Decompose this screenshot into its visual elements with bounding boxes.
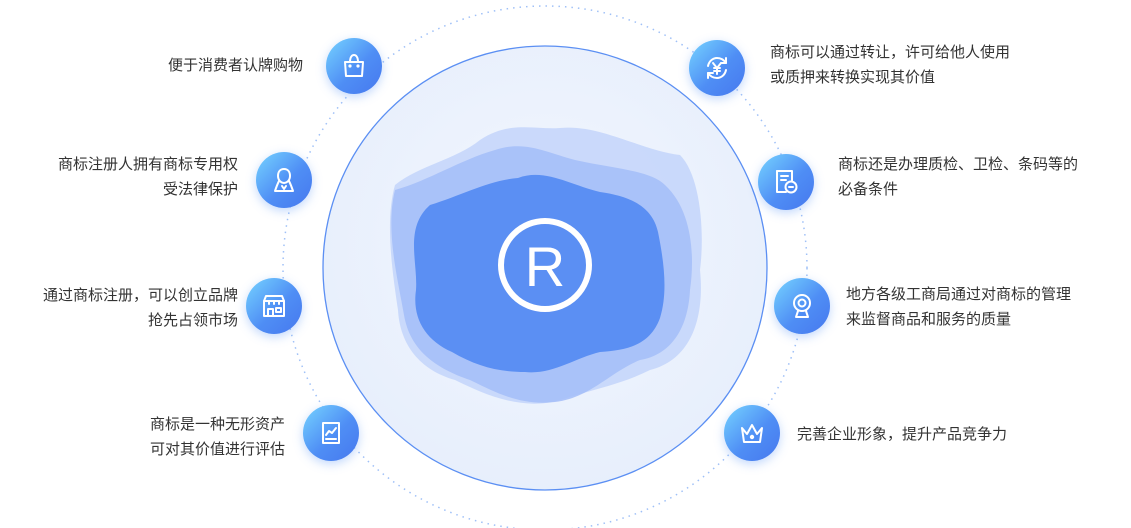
left-item-4-line-1: 商标是一种无形资产 <box>149 415 285 433</box>
right-item-4-label: 完善企业形象，提升产品竞争力 <box>797 422 1007 447</box>
right-item-4-line-1: 完善企业形象，提升产品竞争力 <box>797 425 1008 443</box>
left-item-2-line-1: 商标注册人拥有商标专用权 <box>57 155 238 173</box>
left-item-1-badge <box>326 38 382 94</box>
right-item-3-line-2: 来监督商品和服务的质量 <box>846 310 1012 328</box>
chart-document-icon <box>322 422 340 444</box>
registered-letter: R <box>525 235 565 298</box>
camera-monitor-icon <box>793 294 811 318</box>
right-item-2-label: 商标还是办理质检、卫检、条码等的 必备条件 <box>838 152 1078 202</box>
right-item-1-label: 商标可以通过转让，许可给他人使用 或质押来转换实现其价值 <box>770 40 1010 90</box>
storefront-icon <box>263 295 285 317</box>
left-item-2-badge <box>256 152 312 208</box>
registered-ring <box>498 218 592 312</box>
left-item-2-line-2: 受法律保护 <box>162 180 238 198</box>
left-item-4-label: 商标是一种无形资产 可对其价值进行评估 <box>150 412 285 462</box>
right-item-3-label: 地方各级工商局通过对商标的管理 来监督商品和服务的质量 <box>846 282 1071 332</box>
left-item-3-line-1: 通过商标注册，可以创立品牌 <box>42 286 238 304</box>
left-item-3-line-2: 抢先占领市场 <box>147 311 238 329</box>
inspection-document-icon <box>776 170 798 194</box>
right-item-4-badge <box>724 405 780 461</box>
right-item-3-badge <box>774 278 830 334</box>
yen-exchange-icon <box>707 57 727 79</box>
right-item-1-badge <box>689 40 745 96</box>
shopping-bag-icon <box>344 54 364 77</box>
right-item-2-badge <box>758 154 814 210</box>
left-item-3-label: 通过商标注册，可以创立品牌 抢先占领市场 <box>43 283 238 333</box>
left-item-4-badge <box>303 405 359 461</box>
right-item-3-line-1: 地方各级工商局通过对商标的管理 <box>846 285 1072 303</box>
left-item-1-label: 便于消费者认牌购物 <box>168 53 303 78</box>
left-item-2-label: 商标注册人拥有商标专用权 受法律保护 <box>58 152 238 202</box>
person-shield-icon <box>274 168 294 192</box>
left-item-3-badge <box>246 278 302 334</box>
right-item-2-line-1: 商标还是办理质检、卫检、条码等的 <box>838 155 1079 173</box>
left-item-1-line-1: 便于消费者认牌购物 <box>167 56 303 74</box>
right-item-1-line-1: 商标可以通过转让，许可给他人使用 <box>770 43 1011 61</box>
crown-icon <box>741 424 763 443</box>
blob-layer-front <box>414 174 665 373</box>
right-item-2-line-2: 必备条件 <box>838 180 899 198</box>
left-item-4-line-2: 可对其价值进行评估 <box>149 440 285 458</box>
outer-dotted-ring <box>282 5 808 528</box>
right-item-1-line-2: 或质押来转换实现其价值 <box>770 68 936 86</box>
